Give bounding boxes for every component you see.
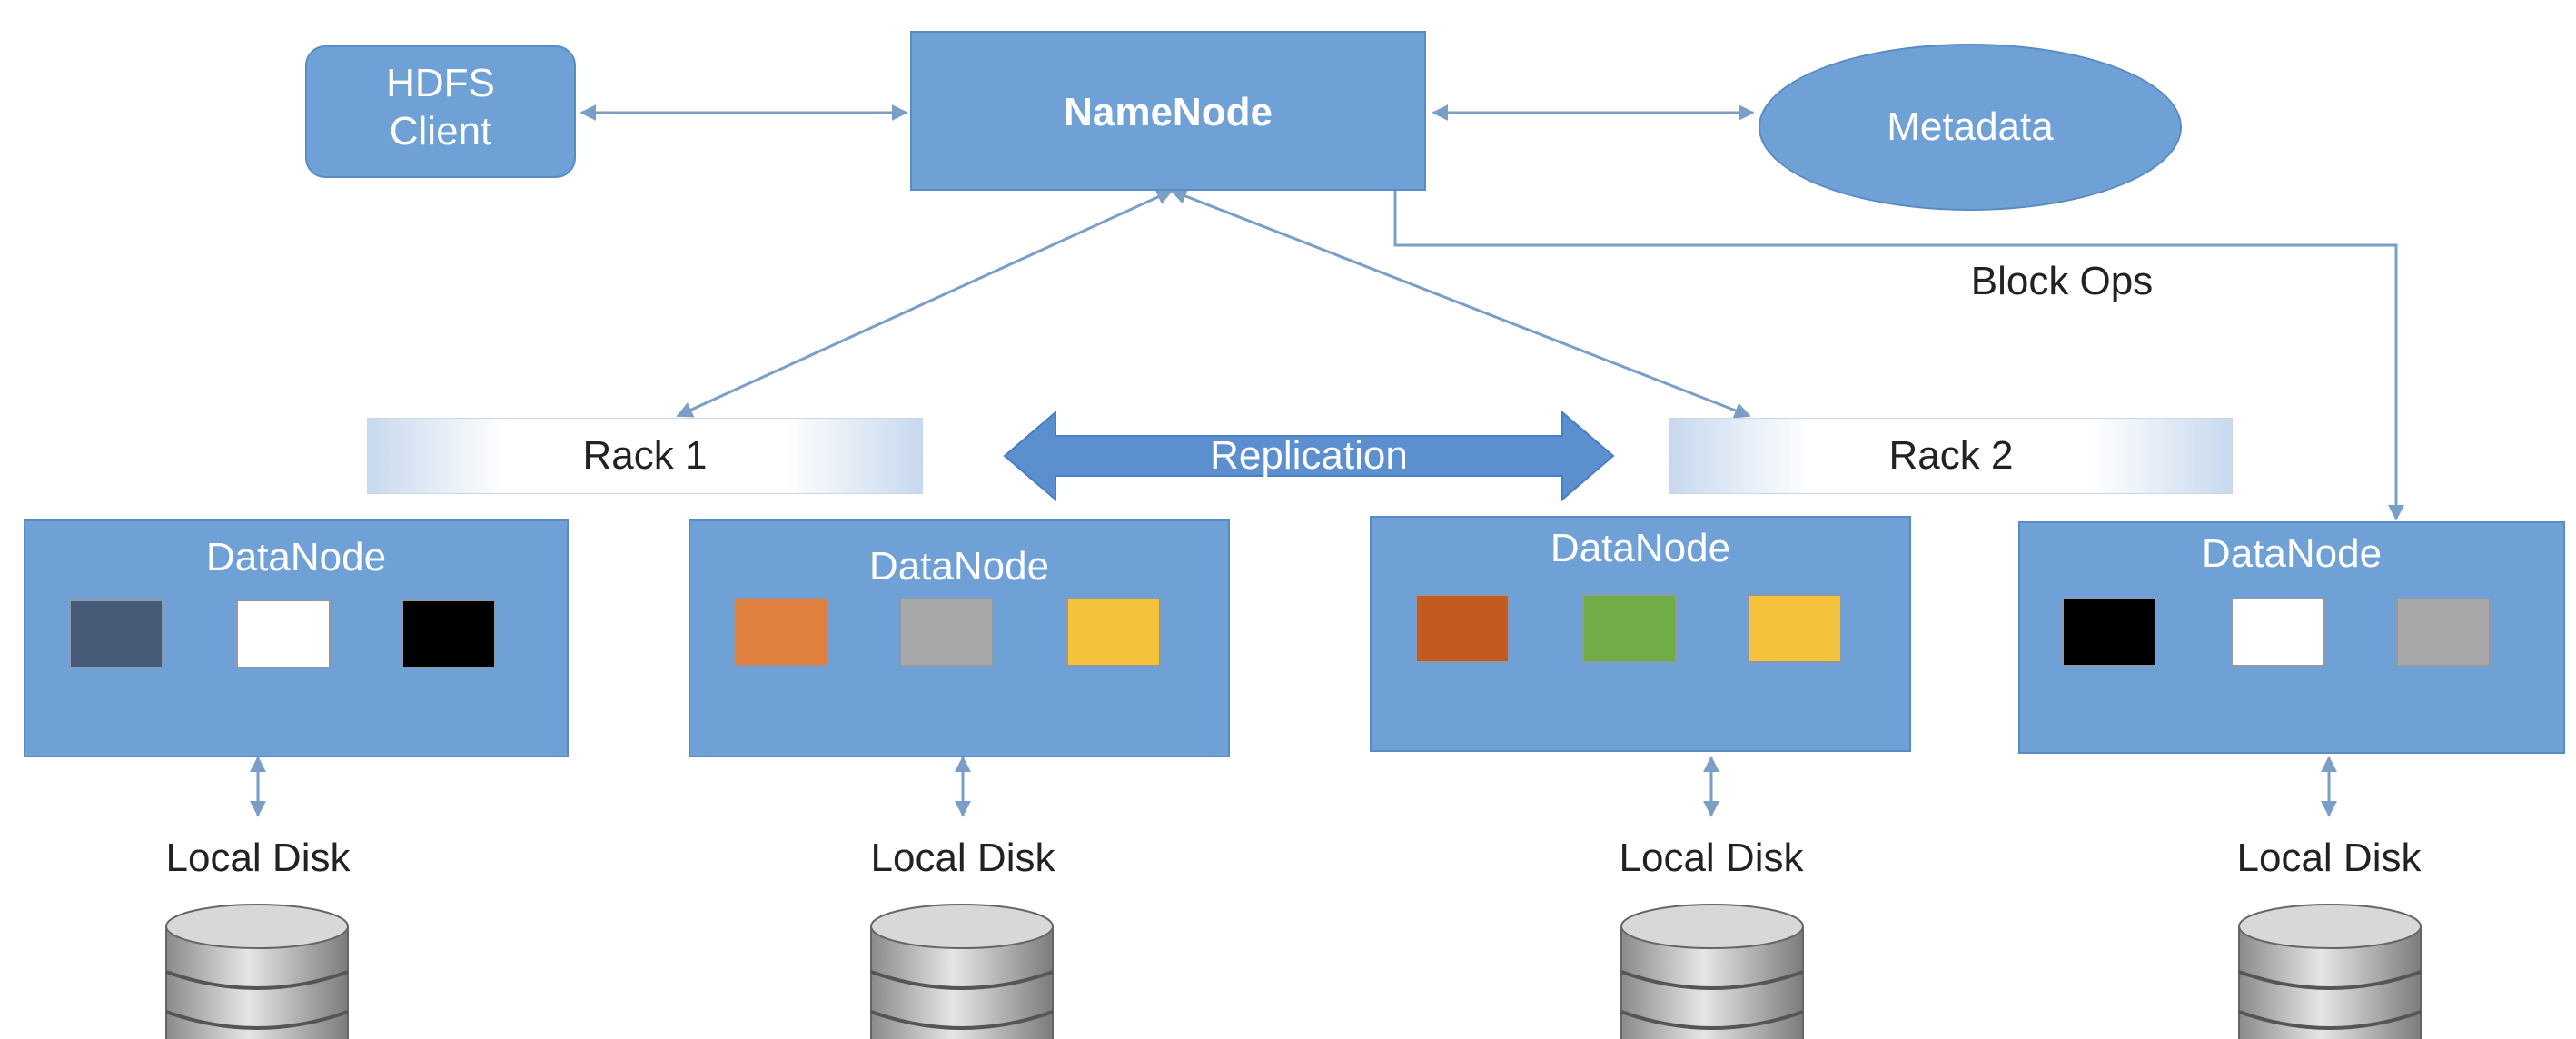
- datanode-1-label: DataNode: [205, 535, 387, 579]
- block-ops-label: Block Ops: [1970, 259, 2154, 303]
- block-2-2: [899, 598, 994, 667]
- namenode-rack2-link: [1170, 188, 1751, 419]
- block-4-3: [2396, 598, 2491, 667]
- metadata-ellipse: Metadata: [1759, 44, 2182, 211]
- block-3-1: [1415, 594, 1510, 663]
- namenode-label: NameNode: [1064, 90, 1273, 134]
- block-1-2: [236, 599, 331, 668]
- block-3-2: [1582, 594, 1677, 663]
- datanode-4: DataNode: [2018, 521, 2565, 754]
- block-1-3: [401, 599, 496, 668]
- block-1-1: [69, 599, 163, 668]
- rack-1-banner: Rack 1: [367, 418, 923, 494]
- block-ops-link: [1393, 191, 2404, 521]
- disk-icon: [165, 904, 349, 1039]
- replication-label: Replication: [1210, 433, 1408, 478]
- rack-2-label: Rack 2: [1888, 433, 2014, 478]
- local-disk-label-3: Local Disk: [1619, 836, 1804, 880]
- datanode-2: DataNode: [689, 520, 1230, 757]
- datanode-3-label: DataNode: [1550, 526, 1731, 570]
- datanode-1: DataNode: [24, 520, 569, 757]
- block-2-3: [1066, 598, 1161, 667]
- block-3-3: [1748, 594, 1842, 663]
- block-4-2: [2231, 598, 2325, 667]
- replication-arrow: [1003, 410, 1615, 502]
- hdfs-client-label: HDFS Client: [386, 61, 495, 153]
- namenode-box: NameNode: [910, 31, 1426, 191]
- hdfs-client-node: HDFS Client: [305, 45, 576, 178]
- datanode-4-label: DataNode: [2201, 531, 2383, 576]
- disk-icon: [2238, 904, 2422, 1039]
- local-disk-label-2: Local Disk: [870, 836, 1055, 880]
- namenode-rack1-link: [676, 189, 1174, 418]
- rack-2-banner: Rack 2: [1669, 418, 2233, 494]
- local-disk-label-4: Local Disk: [2236, 836, 2422, 880]
- block-4-1: [2062, 598, 2156, 667]
- metadata-label: Metadata: [1887, 104, 2054, 149]
- disk-icon: [870, 904, 1054, 1039]
- disk-icon: [1620, 904, 1804, 1039]
- datanode-2-label: DataNode: [868, 544, 1050, 589]
- rack-1-label: Rack 1: [582, 433, 708, 478]
- block-2-1: [734, 598, 828, 667]
- datanode-3: DataNode: [1370, 516, 1911, 752]
- local-disk-label-1: Local Disk: [165, 836, 351, 880]
